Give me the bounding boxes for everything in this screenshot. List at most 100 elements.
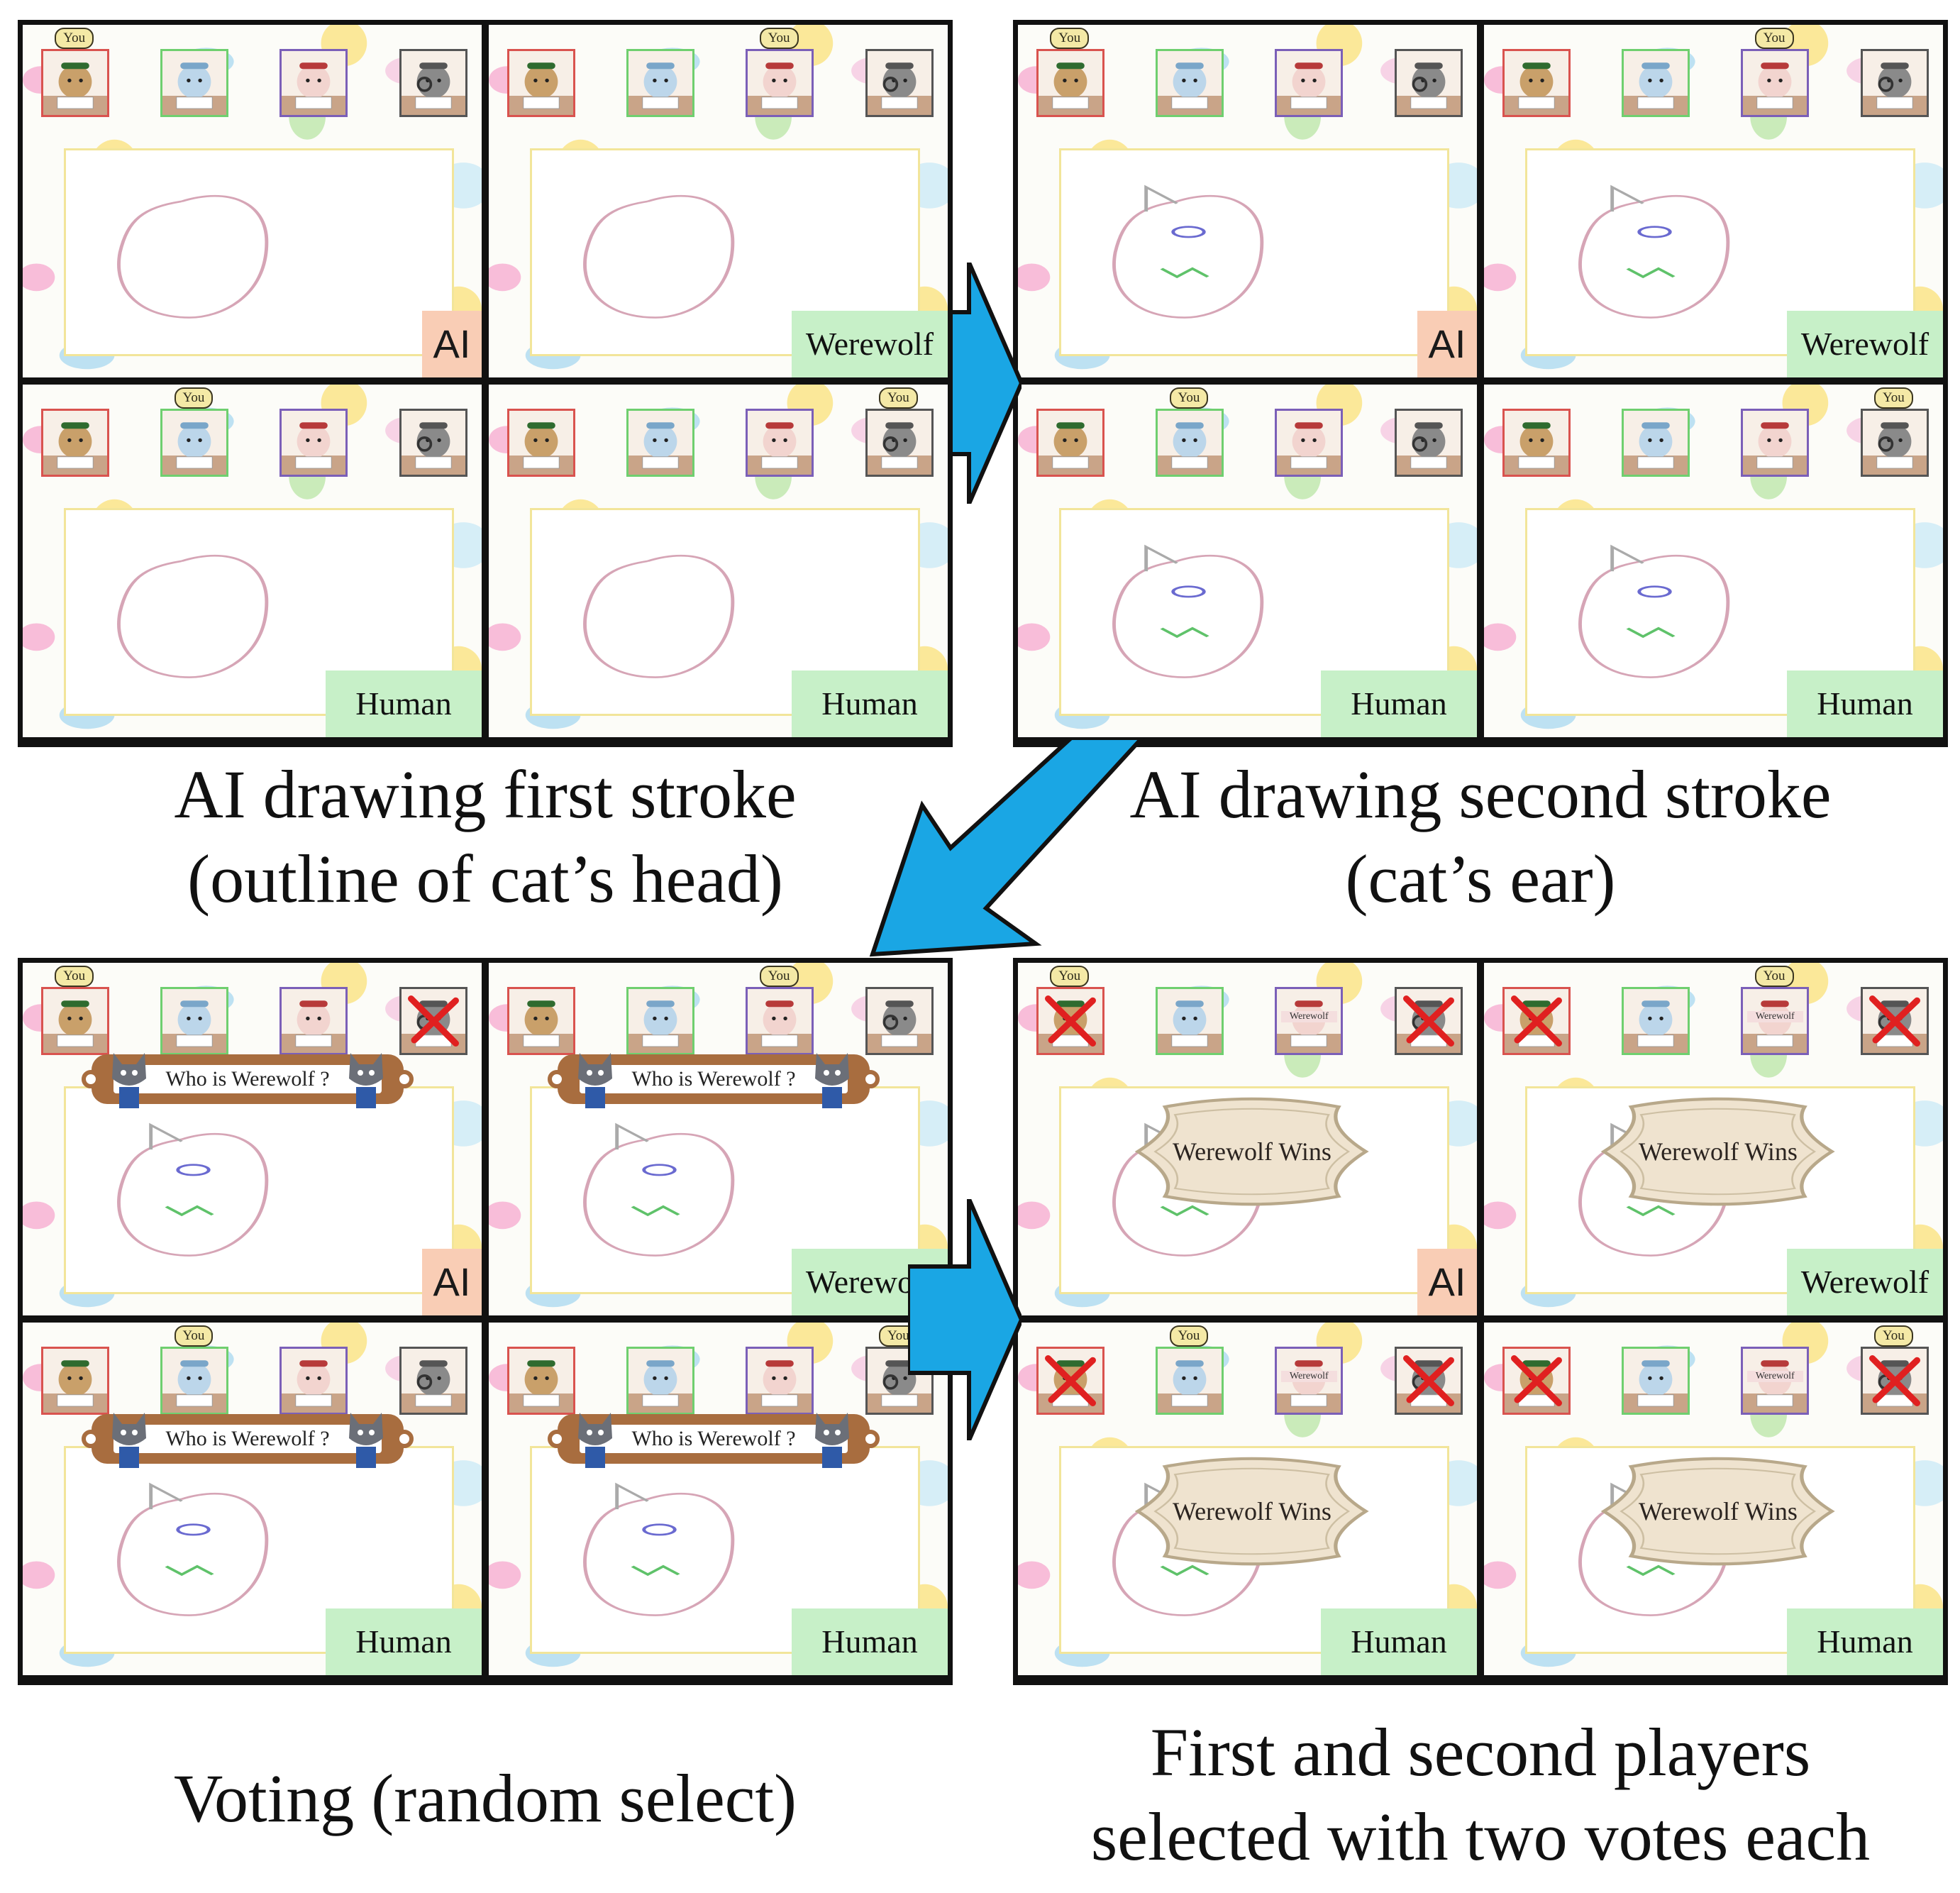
wolf-detective-avatar-icon (1394, 49, 1463, 117)
you-indicator: You (174, 387, 214, 409)
wolf-icon (578, 1053, 613, 1109)
bear-avatar-icon (40, 409, 109, 477)
dog-avatar-icon: Werewolf (1275, 1347, 1344, 1415)
wolf-detective-avatar-icon (1394, 1347, 1463, 1415)
wolf-detective-avatar-icon (399, 409, 467, 477)
bear-avatar-icon[interactable] (506, 1347, 575, 1415)
dog-avatar-icon: Werewolf (1741, 1347, 1810, 1415)
bear-avatar-icon[interactable] (40, 1347, 109, 1415)
bear-avatar-icon[interactable] (506, 987, 575, 1055)
bear-avatar-icon (40, 49, 109, 117)
ai-role-badge: AI (1417, 310, 1477, 377)
you-indicator: You (1169, 387, 1209, 409)
human-role-badge: Human (1787, 1608, 1943, 1675)
human-role-badge: Human (1321, 670, 1477, 737)
wolf-detective-avatar-icon (1860, 49, 1929, 117)
you-indicator: You (759, 28, 799, 49)
wolf-detective-avatar-icon[interactable] (399, 987, 467, 1055)
dog-avatar-icon[interactable] (279, 987, 348, 1055)
drawing-canvas[interactable] (1059, 148, 1450, 357)
bird-avatar-icon (160, 49, 229, 117)
dog-avatar-icon[interactable] (746, 987, 814, 1055)
bird-avatar-icon (626, 49, 695, 117)
bird-avatar-icon[interactable] (626, 1347, 695, 1415)
banner-text: Who is Werewolf ? (579, 1425, 848, 1454)
wolf-detective-avatar-icon (1394, 987, 1463, 1055)
wolf-detective-avatar-icon (1860, 409, 1929, 477)
dog-avatar-icon (1275, 49, 1344, 117)
wolf-detective-avatar-icon[interactable] (865, 987, 934, 1055)
human-role-badge: Human (1787, 670, 1943, 737)
bird-avatar-icon (626, 409, 695, 477)
wolf-icon (349, 1053, 384, 1109)
banner-text: Who is Werewolf ? (113, 1065, 382, 1094)
who-is-werewolf-banner: Who is Werewolf ? (548, 1053, 880, 1109)
bear-avatar-icon (1036, 49, 1104, 117)
drawing-canvas[interactable] (530, 507, 921, 717)
bird-avatar-icon (1622, 409, 1690, 477)
human-role-badge: Human (1321, 1608, 1477, 1675)
bird-avatar-icon (1622, 49, 1690, 117)
bear-avatar-icon[interactable] (40, 987, 109, 1055)
human-role-badge: Human (326, 1608, 482, 1675)
bear-avatar-icon (1502, 409, 1571, 477)
who-is-werewolf-banner: Who is Werewolf ? (82, 1053, 414, 1109)
wolf-detective-avatar-icon (399, 49, 467, 117)
werewolf-tag: Werewolf (1746, 1010, 1803, 1022)
dog-avatar-icon: Werewolf (1275, 987, 1344, 1055)
bird-avatar-icon (160, 409, 229, 477)
wolf-detective-avatar-icon[interactable] (399, 1347, 467, 1415)
you-indicator: You (1873, 387, 1913, 409)
dog-avatar-icon (746, 409, 814, 477)
dog-avatar-icon[interactable] (746, 1347, 814, 1415)
werewolf-role-badge: Werewolf (1787, 1248, 1943, 1315)
wolf-detective-avatar-icon (865, 409, 934, 477)
you-indicator: You (759, 966, 799, 987)
wolf-icon (112, 1413, 147, 1469)
wolf-icon (349, 1413, 384, 1469)
caption-result: First and second players selected with t… (1090, 1714, 1871, 1875)
you-indicator: You (878, 387, 918, 409)
bear-avatar-icon (506, 49, 575, 117)
werewolf-tag: Werewolf (1280, 1010, 1337, 1022)
who-is-werewolf-banner: Who is Werewolf ? (548, 1413, 880, 1469)
ai-role-badge: AI (1417, 1248, 1477, 1315)
dog-avatar-icon (1741, 409, 1810, 477)
bear-avatar-icon (1036, 409, 1104, 477)
wolf-detective-avatar-icon[interactable] (865, 1347, 934, 1415)
bird-avatar-icon (1622, 1347, 1690, 1415)
wolf-icon (578, 1413, 613, 1469)
ai-role-badge: AI (421, 1248, 482, 1315)
drawing-canvas[interactable] (64, 148, 455, 357)
bird-avatar-icon[interactable] (160, 987, 229, 1055)
banner-text: Who is Werewolf ? (113, 1425, 382, 1454)
dog-avatar-icon[interactable] (279, 1347, 348, 1415)
bird-avatar-icon[interactable] (626, 987, 695, 1055)
bird-avatar-icon[interactable] (160, 1347, 229, 1415)
bird-avatar-icon (1156, 1347, 1224, 1415)
werewolf-wins-plaque: Werewolf Wins (1128, 1097, 1375, 1206)
caption-first-stroke: AI drawing first stroke (outline of cat’… (174, 756, 797, 917)
dog-avatar-icon (279, 409, 348, 477)
caption-voting: Voting (random select) (173, 1760, 797, 1836)
bear-avatar-icon (1502, 49, 1571, 117)
dog-avatar-icon: Werewolf (1741, 987, 1810, 1055)
wolf-detective-avatar-icon (865, 49, 934, 117)
you-indicator: You (1873, 1325, 1913, 1347)
right-arrow-icon (908, 1199, 1021, 1440)
drawing-canvas[interactable] (64, 1086, 455, 1295)
